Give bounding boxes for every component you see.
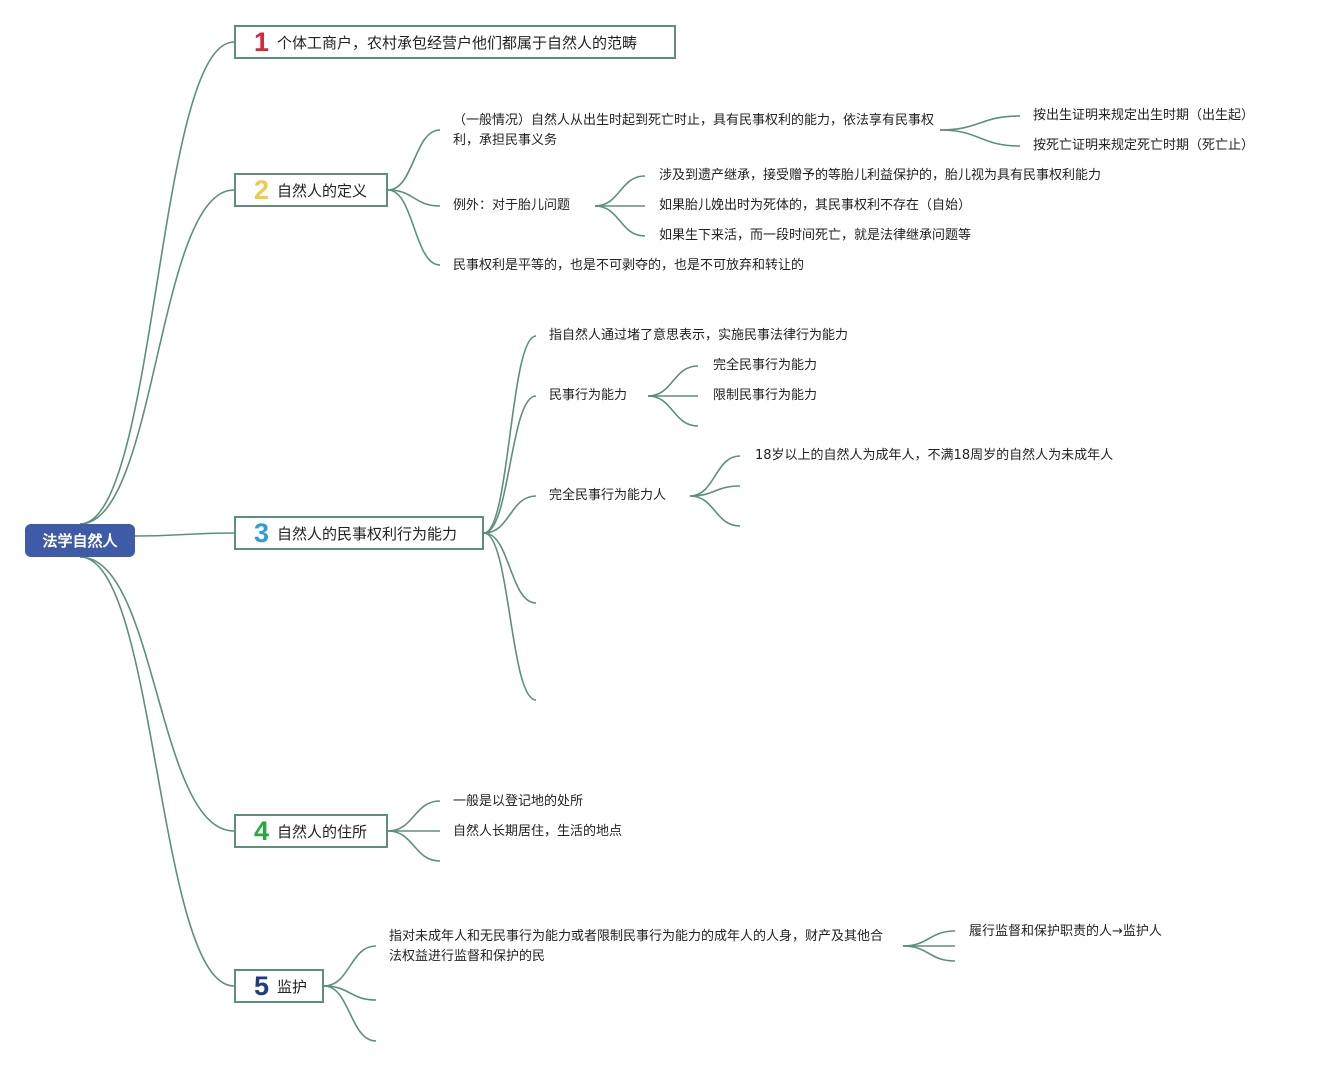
- topic-3-number: 3: [254, 517, 270, 548]
- t3-fullperson-sub-3-line: [689, 495, 741, 527]
- t2-birth-line: [939, 115, 1021, 131]
- t3-branch-5-line: [483, 532, 537, 701]
- t2-general-case[interactable]: （一般情况）自然人从出生时起到死亡时止，具有民事权利的能力，依法享有民事权利，承…: [453, 113, 935, 148]
- t3-full-capacity-person[interactable]: 完全民事行为能力人: [549, 488, 667, 503]
- t2-exc-1-line: [594, 175, 646, 207]
- t5-branch-3-line: [323, 985, 377, 1042]
- root-to-topic-2-line: [79, 189, 235, 525]
- t4-residence[interactable]: 自然人长期居住，生活的地点: [453, 824, 623, 839]
- t3-branch-1-line: [483, 335, 537, 534]
- topic-2[interactable]: 2 自然人的定义: [234, 173, 388, 207]
- t5-guardian-sub-3-line: [902, 945, 956, 962]
- t2-branch-3-line: [387, 189, 441, 266]
- root-label: 法学自然人: [42, 532, 118, 550]
- t3-capacity-sub-1-line: [647, 365, 699, 397]
- t2-exception[interactable]: 例外：对于胎儿问题: [453, 198, 571, 213]
- t3-fullperson-sub-2-line: [689, 485, 741, 497]
- t3-branch-3-line: [483, 495, 537, 534]
- t2-exception-item-1[interactable]: 涉及到遗产继承，接受赠予的等胎儿利益保护的，胎儿视为具有民事权利能力: [659, 168, 1102, 183]
- root-topic[interactable]: 法学自然人: [25, 524, 135, 557]
- t3-fullperson-sub-1-line: [689, 455, 741, 497]
- t5-guardian[interactable]: 履行监督和保护职责的人→监护人: [969, 924, 1162, 939]
- t2-exception-item-3[interactable]: 如果生下来活，而一段时间死亡，就是法律继承问题等: [659, 228, 972, 243]
- topic-4-number: 4: [254, 815, 270, 846]
- root-to-topic-3-line: [134, 532, 235, 537]
- t4-registered-place[interactable]: 一般是以登记地的处所: [453, 794, 584, 809]
- t5-branch-2-line: [323, 985, 377, 1001]
- t3-capacity-sub-3-line: [647, 395, 699, 427]
- topic-5-number: 5: [254, 970, 270, 1001]
- t3-age-rule[interactable]: 18岁以上的自然人为成年人，不满18周岁的自然人为未成年人: [755, 448, 1114, 463]
- t5-guardian-sub-1-line: [902, 930, 956, 947]
- root-to-topic-1-line: [79, 41, 235, 525]
- root-to-topic-4-line: [79, 556, 235, 832]
- t2-branch-1-line: [387, 129, 441, 191]
- topic-5-label: 监护: [277, 977, 308, 996]
- t2-branch-2-line: [387, 189, 441, 207]
- topic-4[interactable]: 4 自然人的住所: [234, 814, 388, 848]
- topic-3[interactable]: 3 自然人的民事权利行为能力: [234, 516, 484, 550]
- topic-1-number: 1: [254, 26, 270, 57]
- t2-death-rule[interactable]: 按死亡证明来规定死亡时期（死亡止）: [1033, 138, 1255, 153]
- t2-death-line: [939, 129, 1021, 147]
- topic-4-label: 自然人的住所: [277, 822, 368, 841]
- t4-branch-3-line: [387, 830, 441, 862]
- t3-limited-capacity[interactable]: 限制民事行为能力: [713, 388, 818, 403]
- t3-branch-4-line: [483, 532, 537, 604]
- t2-birth-rule[interactable]: 按出生证明来规定出生时期（出生起）: [1033, 108, 1255, 123]
- topic-1-label: 个体工商户，农村承包经营户他们都属于自然人的范畴: [277, 33, 638, 52]
- t2-exception-item-2[interactable]: 如果胎儿娩出时为死体的，其民事权利不存在（自始）: [659, 198, 972, 213]
- topic-1[interactable]: 1 个体工商户，农村承包经营户他们都属于自然人的范畴: [234, 25, 676, 59]
- t4-branch-1-line: [387, 800, 441, 832]
- t5-branch-1-line: [323, 945, 377, 987]
- t3-full-capacity[interactable]: 完全民事行为能力: [713, 358, 818, 373]
- t5-definition[interactable]: 指对未成年人和无民事行为能力或者限制民事行为能力的成年人的人身，财产及其他合法权…: [389, 929, 884, 964]
- topic-5[interactable]: 5 监护: [234, 969, 324, 1003]
- t3-civil-capacity[interactable]: 民事行为能力: [549, 388, 628, 403]
- t2-exc-3-line: [594, 205, 646, 237]
- topic-3-label: 自然人的民事权利行为能力: [277, 524, 458, 543]
- t3-branch-2-line: [483, 395, 537, 534]
- topic-2-number: 2: [254, 174, 270, 205]
- topic-2-label: 自然人的定义: [277, 181, 368, 200]
- t2-equality[interactable]: 民事权利是平等的，也是不可剥夺的，也是不可放弃和转让的: [453, 258, 805, 273]
- root-to-topic-5-line: [79, 556, 235, 987]
- t3-definition[interactable]: 指自然人通过堵了意思表示，实施民事法律行为能力: [549, 328, 849, 343]
